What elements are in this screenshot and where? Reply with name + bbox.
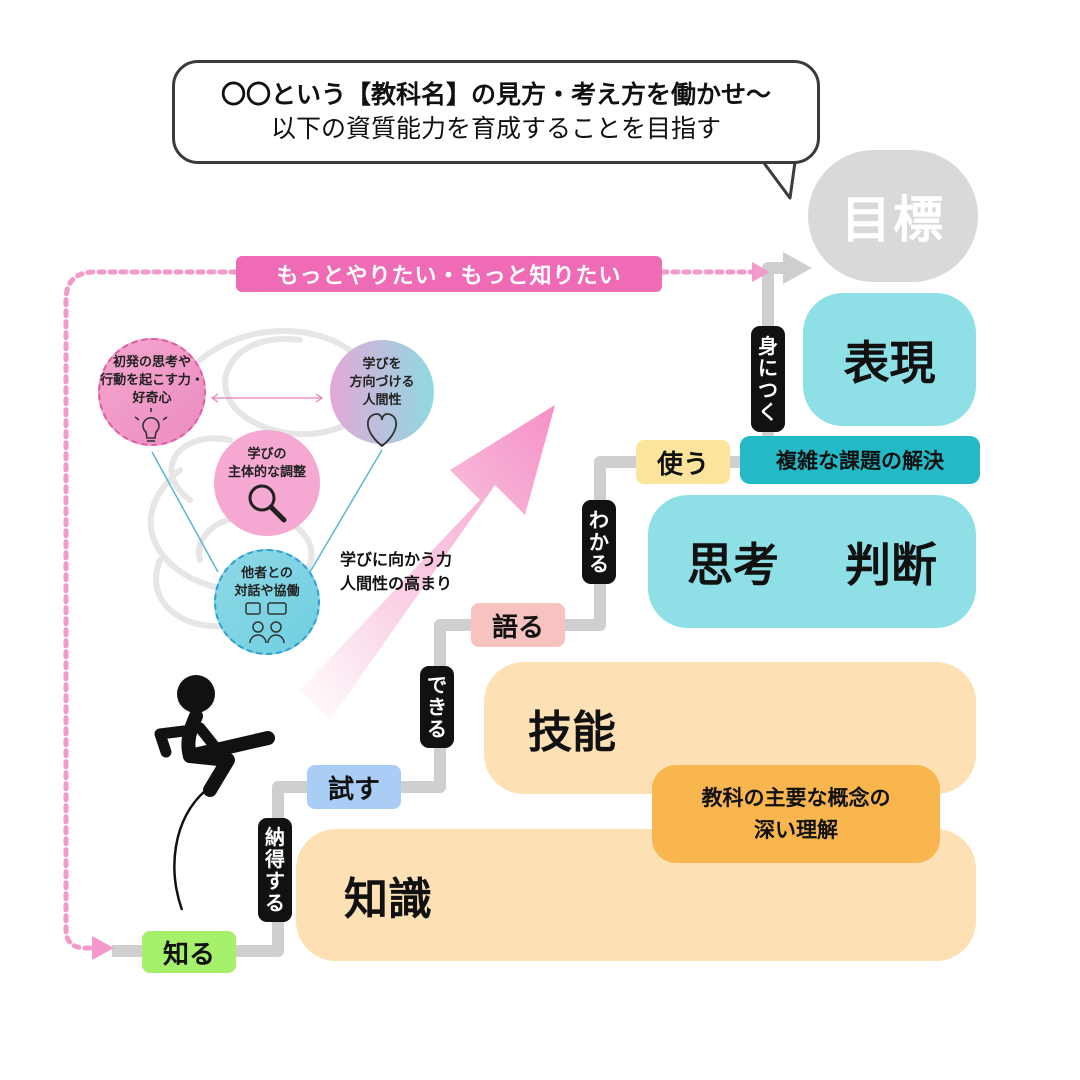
circle-curiosity-line: 初発の思考や (112, 355, 191, 370)
tag-wakaru-char: わ (589, 508, 609, 532)
category-deep-understanding: 教科の主要な概念の 深い理解 (652, 765, 940, 863)
loop-arrow-head-left (92, 936, 114, 960)
bubble-line-2: 以下の資質能力を育成することを目指す (270, 114, 721, 143)
circle-curiosity-line: 好奇心 (132, 391, 172, 406)
motivation-banner: もっとやりたい・もっと知りたい (236, 256, 662, 292)
goal-circle: 目標 (808, 150, 978, 282)
circle-self-regulation-line: 主体的な調整 (227, 465, 306, 480)
circle-link-arrow (210, 393, 324, 403)
tag-mini-tsuku-char: つ (758, 378, 778, 402)
category-complex-problem: 複雑な課題の解決 (740, 436, 980, 484)
circle-self-regulation: 学びの 主体的な調整 (214, 430, 320, 536)
step-tamesu: 試す (307, 765, 401, 809)
category-hyogen: 表現 (803, 293, 976, 426)
circle-humanity: 学びを 方向づける 人間性 (330, 340, 434, 444)
circle-connectors (151, 449, 383, 573)
goal-label: 目標 (841, 191, 945, 249)
circle-dialogue: 他者との 対話や協働 (214, 549, 320, 655)
goal-speech-bubble: 〇〇という【教科名】の見方・考え方を働かせ〜 以下の資質能力を育成することを目指… (172, 60, 820, 164)
learning-motivation-text: 学びに向かう力 人間性の高まり (340, 548, 490, 596)
category-shiko: 思考 (687, 537, 779, 592)
tag-wakaru: わ か る (582, 500, 616, 584)
tag-dekiru-char: で (427, 673, 447, 697)
learning-motivation-line: 人間性の高まり (340, 574, 453, 593)
growth-arrow (300, 405, 555, 720)
tag-mini-tsuku: 身 に つ く (751, 326, 785, 432)
circle-dialogue-line: 他者との (241, 566, 293, 581)
circle-dialogue-line: 対話や協働 (234, 584, 300, 599)
tag-mini-tsuku-char: に (758, 356, 778, 380)
deep-understanding-line-1: 教科の主要な概念の (701, 786, 891, 810)
tag-mini-tsuku-char: 身 (758, 334, 778, 358)
circle-humanity-line: 方向づける (349, 375, 415, 390)
circle-curiosity-line: 行動を起こす力・ (100, 373, 204, 388)
tag-dekiru-char: る (427, 717, 447, 741)
tag-wakaru-char: る (589, 552, 609, 576)
bubble-line-1: 〇〇という【教科名】の見方・考え方を働かせ〜 (220, 80, 771, 109)
tag-natoku: 納 得 す る (258, 818, 292, 922)
step-shiru: 知る (142, 931, 236, 973)
loop-arrow-head-right (752, 262, 770, 282)
tag-natoku-char: す (265, 869, 285, 893)
learning-motivation-line: 学びに向かう力 (340, 550, 453, 569)
step-tsukau: 使う (636, 440, 730, 484)
circle-humanity-line: 学びを (362, 357, 402, 372)
jumping-figure-icon (154, 675, 275, 911)
tag-dekiru-char: き (427, 695, 447, 719)
tag-wakaru-char: か (589, 530, 609, 554)
tag-natoku-char: る (265, 891, 285, 915)
tag-natoku-char: 得 (265, 847, 285, 871)
feedback-loop (63, 269, 755, 951)
circle-humanity-line: 人間性 (362, 393, 402, 408)
circle-self-regulation-line: 学びの (247, 447, 287, 462)
category-shiko-handan: 思考 判断 (648, 495, 976, 628)
category-handan: 判断 (845, 537, 937, 592)
tag-mini-tsuku-char: く (758, 400, 778, 424)
stair-arrow-head (783, 252, 812, 284)
tag-natoku-char: 納 (265, 825, 285, 849)
deep-understanding-line-2: 深い理解 (754, 818, 838, 842)
tag-dekiru: で き る (420, 666, 454, 748)
step-kataru: 語る (471, 603, 565, 647)
circle-curiosity: 初発の思考や 行動を起こす力・ 好奇心 (98, 338, 206, 446)
